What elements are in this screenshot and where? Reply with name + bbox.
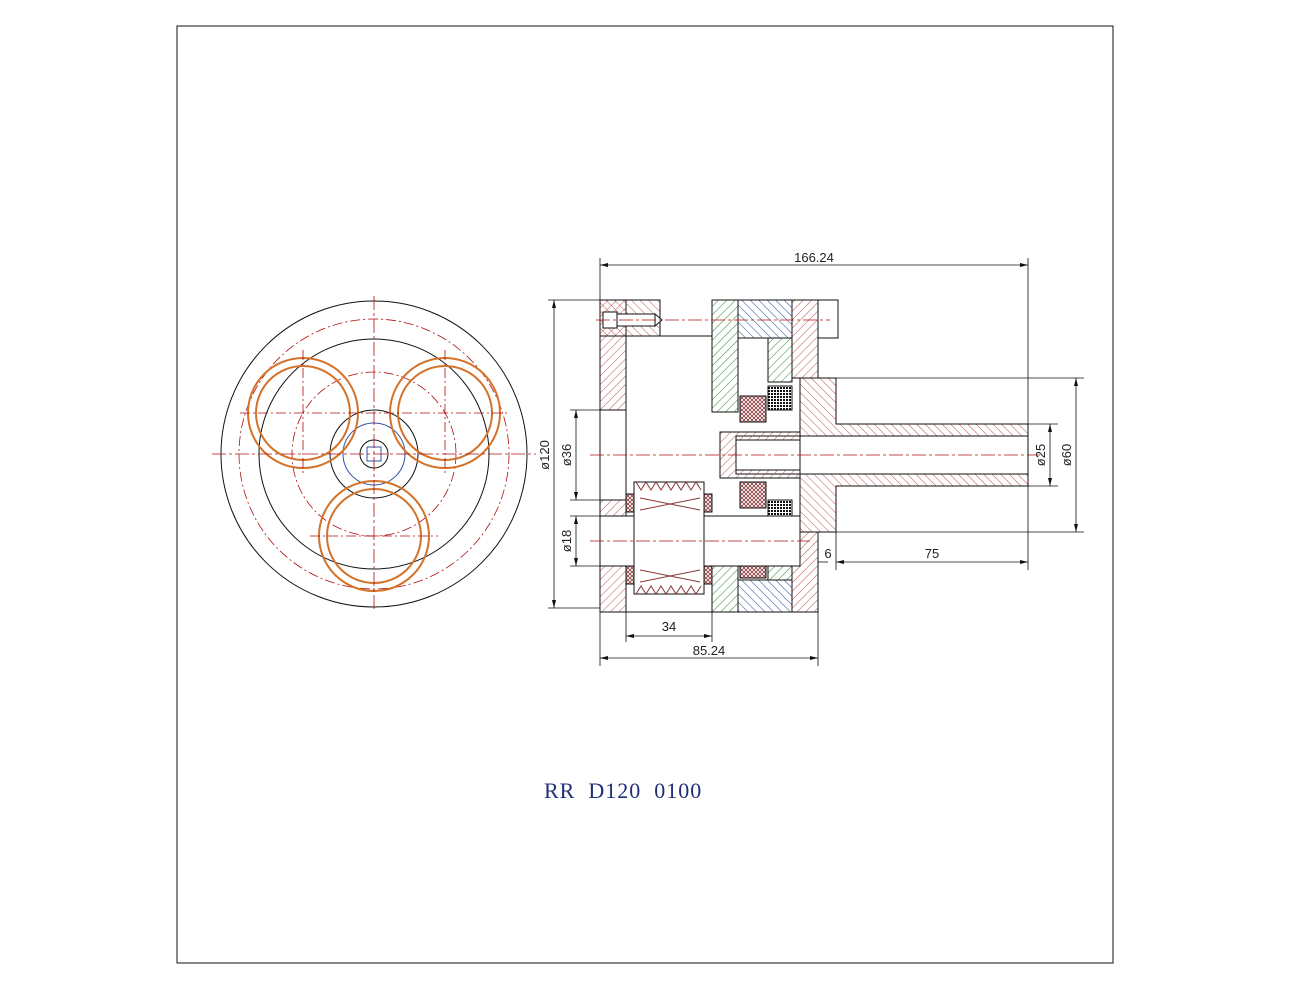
section-view [590, 299, 1040, 613]
drawing-title: RR D120 0100 [544, 778, 702, 803]
bearing-bottom-left [739, 481, 767, 509]
dim-shaft-length: 75 [925, 546, 939, 561]
left-plate-lower-stub [599, 499, 627, 517]
top-bolt-nut [817, 299, 839, 339]
dimension-arrows [552, 263, 1078, 660]
dim-flange-dia: ø60 [1059, 444, 1074, 466]
planet-bushing-left-low [625, 565, 635, 585]
ring-top-green [767, 337, 793, 383]
right-plate-bottom [791, 531, 819, 613]
dim-gear-width: 34 [662, 619, 676, 634]
dim-shoulder: 6 [824, 546, 831, 561]
front-view [212, 296, 536, 612]
dim-overall-length: 166.24 [794, 250, 834, 265]
mid-plate-top-green [711, 299, 739, 413]
sheet-border [176, 25, 1114, 964]
dim-bore-dia: ø36 [559, 444, 574, 466]
planet-bushing-right [703, 493, 713, 513]
dim-pin-dia: ø18 [559, 530, 574, 552]
mid-plate-bottom-blue [737, 579, 793, 613]
mid-plate-bottom-green [711, 559, 739, 613]
dim-shaft-dia: ø25 [1033, 444, 1048, 466]
right-plate-top [791, 299, 819, 379]
planet-bushing-right-low [703, 565, 713, 585]
dim-body-length: 85.24 [693, 643, 726, 658]
gear-teeth [635, 481, 702, 595]
mid-plate-top-blue [737, 299, 793, 339]
left-plate-bottom [599, 565, 627, 613]
planet-bushing-left [625, 493, 635, 513]
dimension-lines [548, 258, 1084, 666]
bearing-top-left [739, 395, 767, 423]
needle-bearing-top [767, 385, 793, 411]
dim-outer-dia: ø120 [537, 440, 552, 470]
